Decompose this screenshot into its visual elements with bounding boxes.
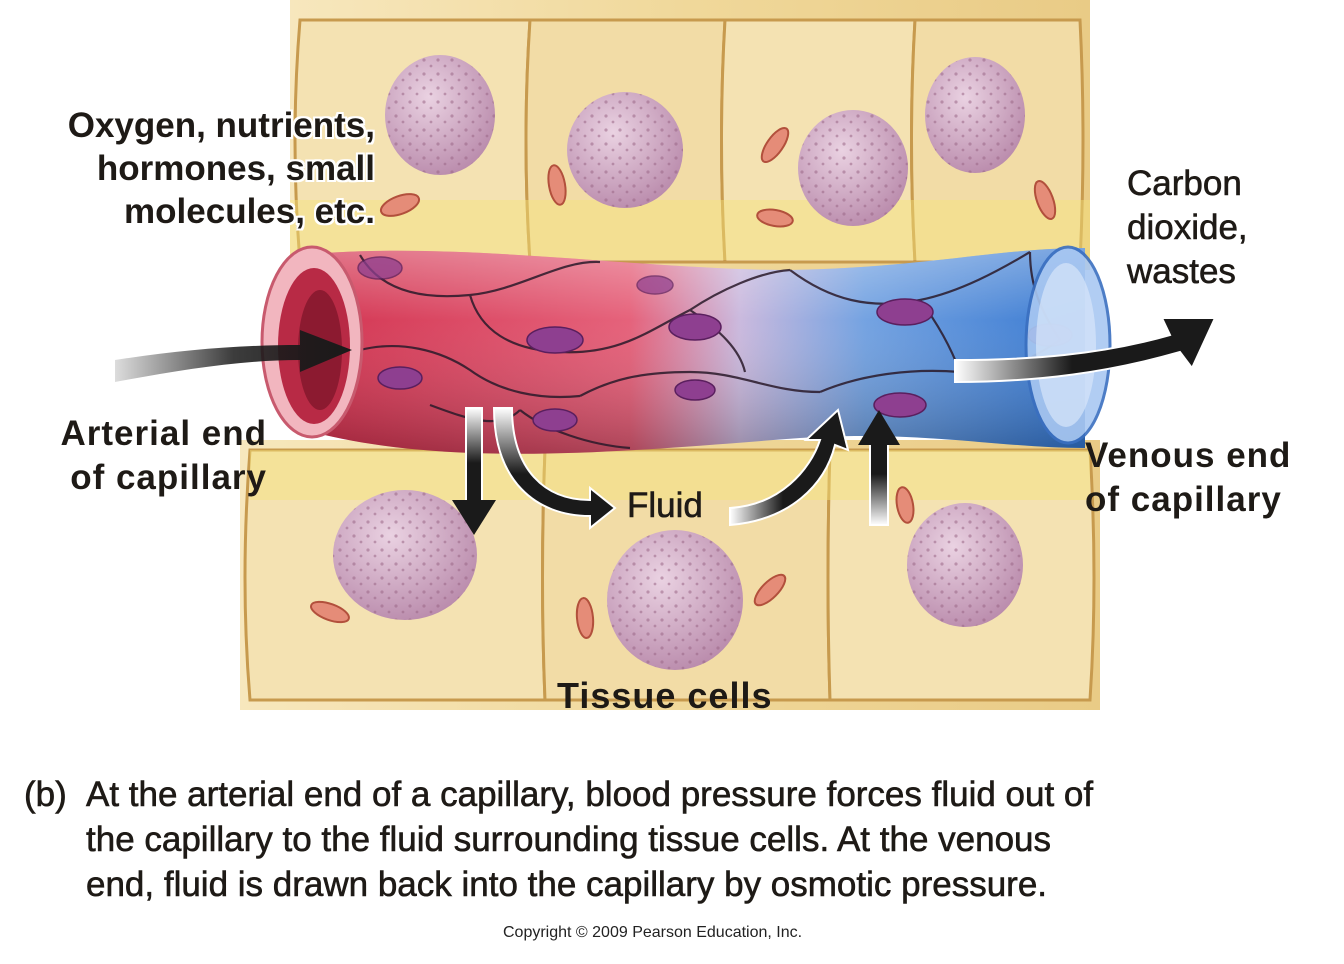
label-fluid: Fluid <box>627 486 703 526</box>
mitochondrion <box>1033 180 1057 220</box>
copyright-notice: Copyright © 2009 Pearson Education, Inc. <box>503 924 803 941</box>
nucleus <box>385 55 495 175</box>
mitochondrion <box>895 486 915 524</box>
caption-text: At the arterial end of a capillary, bloo… <box>86 775 1094 905</box>
tissue-nuclei <box>333 55 1025 670</box>
mitochondrion <box>379 193 421 217</box>
nucleus <box>333 490 477 620</box>
fluid-out-arrow-curved <box>492 407 617 531</box>
caption-tag: (b) <box>24 775 67 815</box>
venous-opening <box>1024 245 1112 445</box>
venous-outflow-arrow <box>954 317 1217 384</box>
nucleus <box>907 503 1023 627</box>
fluid-in-arrow-curved <box>729 408 850 527</box>
label-tissue-cells: Tissue cells <box>557 675 773 716</box>
endothelial-nuclei <box>357 256 1073 432</box>
fluid-in-arrow-up <box>858 410 900 526</box>
mitochondrion <box>310 600 350 624</box>
fluid-out-arrow-down <box>452 407 496 535</box>
mitochondria <box>310 126 1057 639</box>
nucleus <box>925 57 1025 173</box>
label-wastes: Carbon dioxide, wastes <box>1127 164 1248 292</box>
arrows <box>115 317 1217 535</box>
endothelial-cell-borders <box>359 251 1061 450</box>
capillary-vessel <box>260 245 1112 454</box>
label-inputs: Oxygen, nutrients, hormones, small molec… <box>67 106 375 231</box>
mitochondrion <box>760 126 790 164</box>
nucleus <box>798 110 908 226</box>
nucleus <box>607 530 743 670</box>
arterial-inflow-arrow <box>115 330 352 382</box>
mitochondrion <box>547 164 567 206</box>
figure-caption: (b) At the arterial end of a capillary, … <box>24 772 1324 907</box>
label-venous-end: Venous end of capillary <box>1085 436 1292 519</box>
mitochondrion <box>753 573 787 607</box>
nucleus <box>567 92 683 208</box>
label-arterial-end: Arterial end of capillary <box>60 414 267 497</box>
mitochondrion <box>575 597 595 639</box>
mitochondrion <box>756 208 794 228</box>
